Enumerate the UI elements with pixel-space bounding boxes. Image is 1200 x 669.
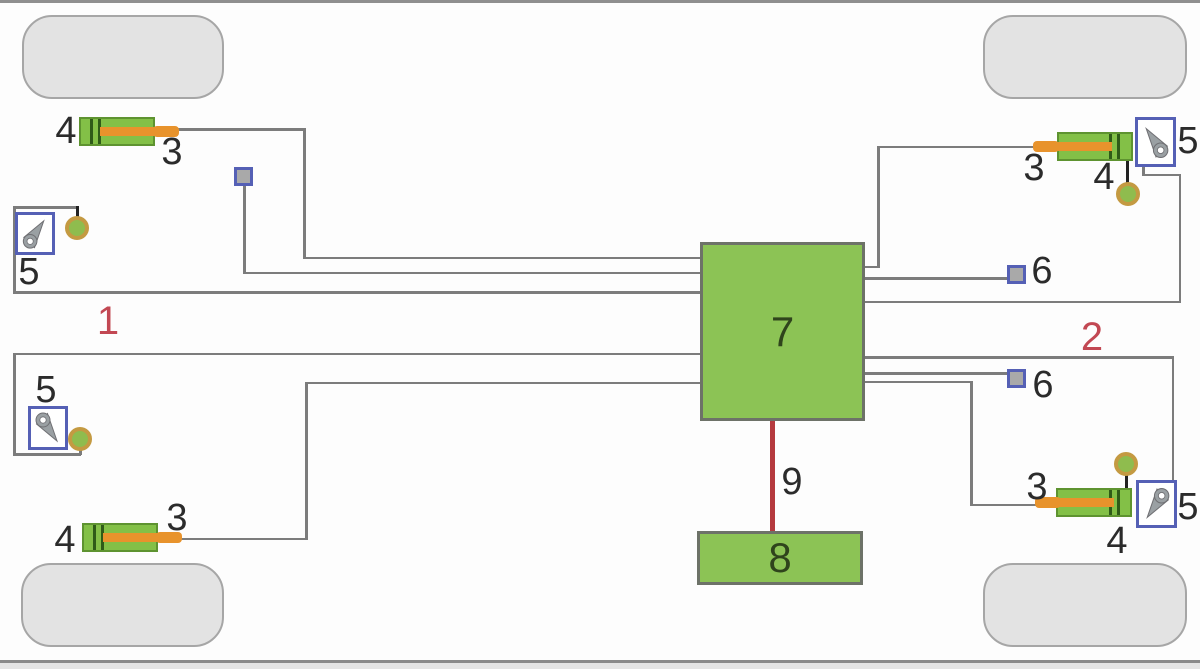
top-border-line (0, 0, 1200, 3)
label-5-top-left: 5 (18, 251, 40, 293)
label-5-bottom-left: 5 (35, 369, 57, 411)
wire-tr-actuator-h1 (877, 145, 1034, 148)
wire-br-actuator-v (970, 381, 973, 506)
actuator-bottom-left (82, 523, 182, 552)
wire-tl-sensor-v (13, 206, 16, 293)
connector-square-top-left (234, 167, 253, 186)
piston-rod-tip (153, 126, 179, 137)
label-5-bottom-right: 5 (1177, 486, 1199, 528)
label-3-bottom-right: 3 (1026, 466, 1048, 508)
control-unit-number: 7 (770, 307, 795, 355)
wire-tr-actuator-v (877, 146, 880, 268)
wire-connector-6a (865, 277, 1007, 280)
wire-tr-sensor-v (1178, 174, 1181, 303)
wheel-bottom-left (21, 563, 224, 647)
wheel-top-left (22, 15, 224, 99)
piston-rod (1042, 498, 1114, 507)
wire-tl-connector-h (243, 271, 700, 274)
power-line (770, 420, 775, 532)
sensor-bottom-left (28, 406, 68, 450)
piston-line (90, 119, 93, 144)
label-6-upper: 6 (1031, 250, 1053, 292)
label-3-top-left: 3 (161, 131, 183, 173)
wire-connector-6b (865, 372, 1007, 375)
sensor-top-right (1135, 117, 1176, 167)
actuator-top-left (79, 117, 179, 146)
wire-tr-ball-stem (1125, 160, 1129, 183)
sensor-ball-top-right (1116, 182, 1140, 206)
label-9-power-line: 9 (781, 461, 803, 503)
wire-bl-sensor-h (13, 453, 81, 456)
wire-tl-actuator-h2 (303, 256, 700, 259)
piston-line (101, 525, 104, 550)
piston-line (98, 119, 101, 144)
piston-rod (103, 533, 163, 542)
sensor-top-left (15, 212, 55, 255)
label-4-top-right: 4 (1093, 156, 1115, 198)
wire-circuit2-bus (865, 356, 1174, 359)
label-4-bottom-left: 4 (54, 519, 76, 561)
wheel-top-right (983, 15, 1187, 99)
needle-icon (35, 412, 59, 443)
piston-line (1117, 134, 1120, 159)
wire-br-actuator-h2 (970, 503, 1036, 506)
piston-rod-tip (1033, 141, 1059, 152)
piston-rod-tip (1035, 497, 1061, 508)
bottom-border-strip (0, 663, 1200, 669)
connector-square-6b (1007, 369, 1026, 388)
label-circuit-2: 2 (1080, 315, 1104, 359)
wire-tr-actuator-h2 (865, 265, 879, 268)
bottom-border-line (0, 660, 1200, 663)
actuator-top-right (1033, 132, 1133, 161)
wire-tl-ball-stem (75, 206, 79, 219)
piston-line (1117, 490, 1120, 515)
label-circuit-1: 1 (96, 299, 120, 343)
label-6-lower: 6 (1032, 364, 1054, 406)
wire-bl-actuator-h2 (305, 381, 700, 384)
sensor-ball-bottom-left (68, 427, 92, 451)
wire-br-actuator-h1 (865, 380, 972, 383)
wire-br-sensor-v (1171, 356, 1174, 480)
label-3-bottom-left: 3 (166, 497, 188, 539)
wire-tl-connector-v (243, 185, 246, 274)
wire-bl-actuator-h1 (178, 537, 307, 540)
piston-rod (1040, 142, 1112, 151)
needle-icon (1145, 127, 1169, 158)
wire-tr-sensor-drop (1142, 166, 1145, 175)
wire-tr-sensor-bus (865, 300, 1181, 303)
label-3-top-right: 3 (1023, 147, 1045, 189)
sensor-bottom-right (1136, 480, 1177, 528)
wire-tl-sensor-h1 (13, 206, 77, 209)
wire-bl-actuator-v (305, 382, 308, 540)
actuator-bottom-right (1035, 488, 1132, 517)
sensor-ball-bottom-right (1114, 452, 1138, 476)
power-source-box: 8 (697, 531, 863, 585)
wire-tl-sensor-bus (13, 291, 700, 294)
connector-square-6a (1007, 265, 1026, 284)
wire-tl-actuator-h1 (176, 128, 305, 131)
power-source-number: 8 (768, 534, 792, 581)
control-unit-box: 7 (700, 242, 865, 421)
piston-rod (100, 127, 160, 136)
wire-bl-sensor-v (13, 353, 16, 455)
label-5-top-right: 5 (1177, 120, 1199, 162)
needle-icon (22, 219, 45, 249)
wire-bl-ball-stem (79, 448, 82, 455)
wire-circuit1-bus (13, 352, 700, 355)
label-4-top-left: 4 (55, 110, 77, 152)
label-4-bottom-right: 4 (1106, 520, 1128, 562)
piston-line (93, 525, 96, 550)
wire-br-ball-stem (1124, 474, 1128, 489)
piston-rod-tip (156, 532, 182, 543)
wire-tr-sensor-h (1142, 173, 1181, 176)
needle-icon (1146, 488, 1170, 519)
wheel-bottom-right (983, 563, 1187, 647)
wire-tl-actuator-v (303, 128, 306, 259)
sensor-ball-top-left (65, 216, 89, 240)
